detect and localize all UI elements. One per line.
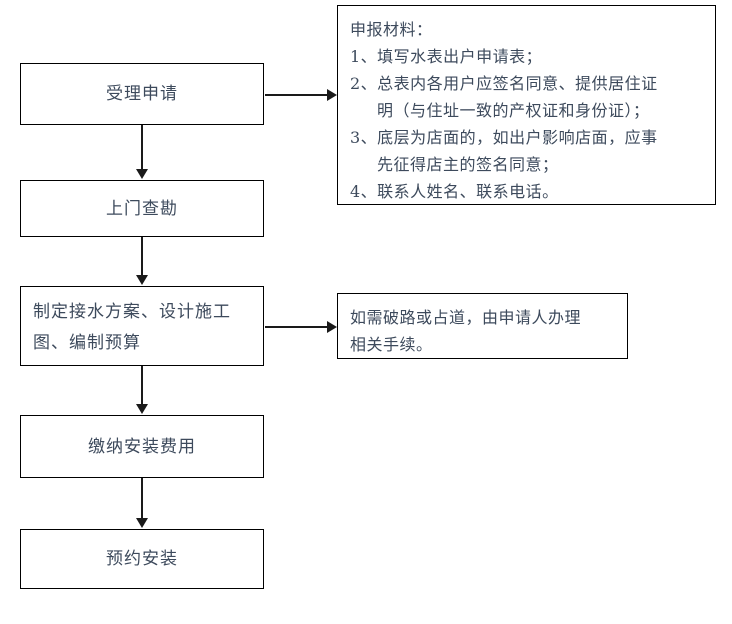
connector-step1-note-arrowhead: [327, 89, 337, 101]
note-materials-line-6: 4、联系人姓名、联系电话。: [350, 182, 559, 201]
connector-step1-note-line: [265, 94, 327, 96]
note-road-line-0: 如需破路或占道，由申请人办理: [350, 308, 582, 327]
connector-step3-note-line: [265, 326, 327, 328]
flow-step-2-label: 上门查勘: [106, 198, 178, 219]
note-road-body: 如需破路或占道，由申请人办理 相关手续。: [338, 294, 627, 364]
flow-step-5-label: 预约安装: [106, 549, 178, 569]
flow-step-4-label: 缴纳安装费用: [88, 436, 196, 457]
flow-step-1-label: 受理申请: [106, 84, 178, 104]
connector-step3-step4-line: [141, 366, 143, 404]
note-road-box[interactable]: 如需破路或占道，由申请人办理 相关手续。: [337, 293, 628, 359]
flow-step-3-box[interactable]: 制定接水方案、设计施工 图、编制预算: [20, 286, 264, 366]
connector-step1-step2-arrowhead: [136, 169, 148, 179]
flow-step-5-box[interactable]: 预约安装: [20, 529, 264, 589]
connector-step1-step2-line: [141, 125, 143, 169]
note-materials-line-5: 先征得店主的签名同意；: [377, 155, 559, 174]
flow-step-4-box[interactable]: 缴纳安装费用: [20, 415, 264, 478]
note-materials-line-1: 1、填写水表出户申请表；: [350, 47, 543, 66]
connector-step3-note-arrowhead: [327, 321, 337, 333]
note-road-line-1: 相关手续。: [350, 335, 433, 354]
connector-step3-step4-arrowhead: [136, 404, 148, 414]
note-materials-line-2: 2、总表内各用户应签名同意、提供居住证: [350, 74, 658, 93]
note-materials-line-0: 申报材料：: [350, 20, 433, 39]
flow-step-3-label: 制定接水方案、设计施工 图、编制预算: [33, 302, 231, 353]
connector-step2-step3-line: [141, 237, 143, 275]
flow-step-1-box[interactable]: 受理申请: [20, 63, 264, 125]
note-materials-line-4: 3、底层为店面的，如出户影响店面，应事: [350, 128, 658, 147]
flow-step-2-box[interactable]: 上门查勘: [20, 180, 264, 237]
connector-step4-step5-arrowhead: [136, 518, 148, 528]
note-materials-box[interactable]: 申报材料： 1、填写水表出户申请表； 2、总表内各用户应签名同意、提供居住证 明…: [337, 5, 716, 205]
note-materials-line-3: 明（与住址一致的产权证和身份证）；: [377, 101, 650, 120]
note-materials-body: 申报材料： 1、填写水表出户申请表； 2、总表内各用户应签名同意、提供居住证 明…: [338, 6, 715, 211]
connector-step2-step3-arrowhead: [136, 275, 148, 285]
connector-step4-step5-line: [141, 478, 143, 518]
